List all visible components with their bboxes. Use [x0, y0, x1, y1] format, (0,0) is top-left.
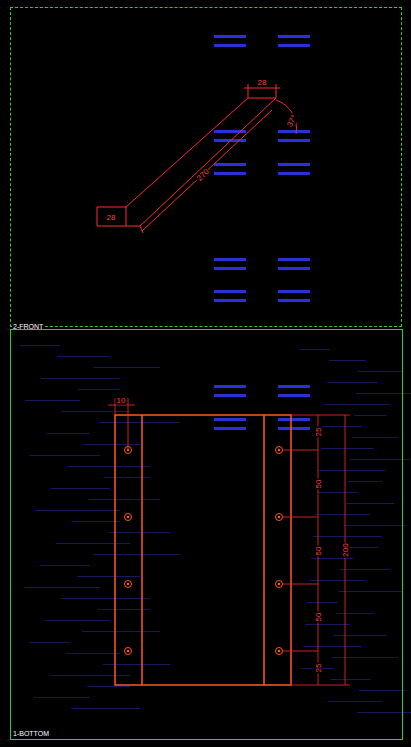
dimension-value: 50	[314, 546, 323, 557]
dimension-value: 50	[314, 612, 323, 623]
bottom-dimensions	[108, 398, 350, 685]
bottom-view	[115, 415, 291, 685]
dimension-value: 25	[314, 663, 323, 674]
dimension-line	[142, 110, 272, 231]
plate-outline	[115, 415, 291, 685]
dimension-value: 10	[116, 396, 127, 405]
dimension-value: 28	[257, 78, 268, 87]
front-view	[97, 84, 297, 233]
bracket-outline	[97, 98, 276, 226]
viewport-frame: 1-BOTTOM	[10, 329, 403, 740]
holes	[125, 447, 319, 655]
dimension-value: 200	[341, 542, 350, 557]
annotation-texture	[20, 35, 411, 713]
dimension-value: 25	[314, 427, 323, 438]
dimension-value: 37°	[285, 113, 300, 130]
view-label: 1-BOTTOM	[12, 730, 50, 738]
dimension-value: 50	[314, 479, 323, 490]
dimension-value: 28	[106, 213, 117, 222]
